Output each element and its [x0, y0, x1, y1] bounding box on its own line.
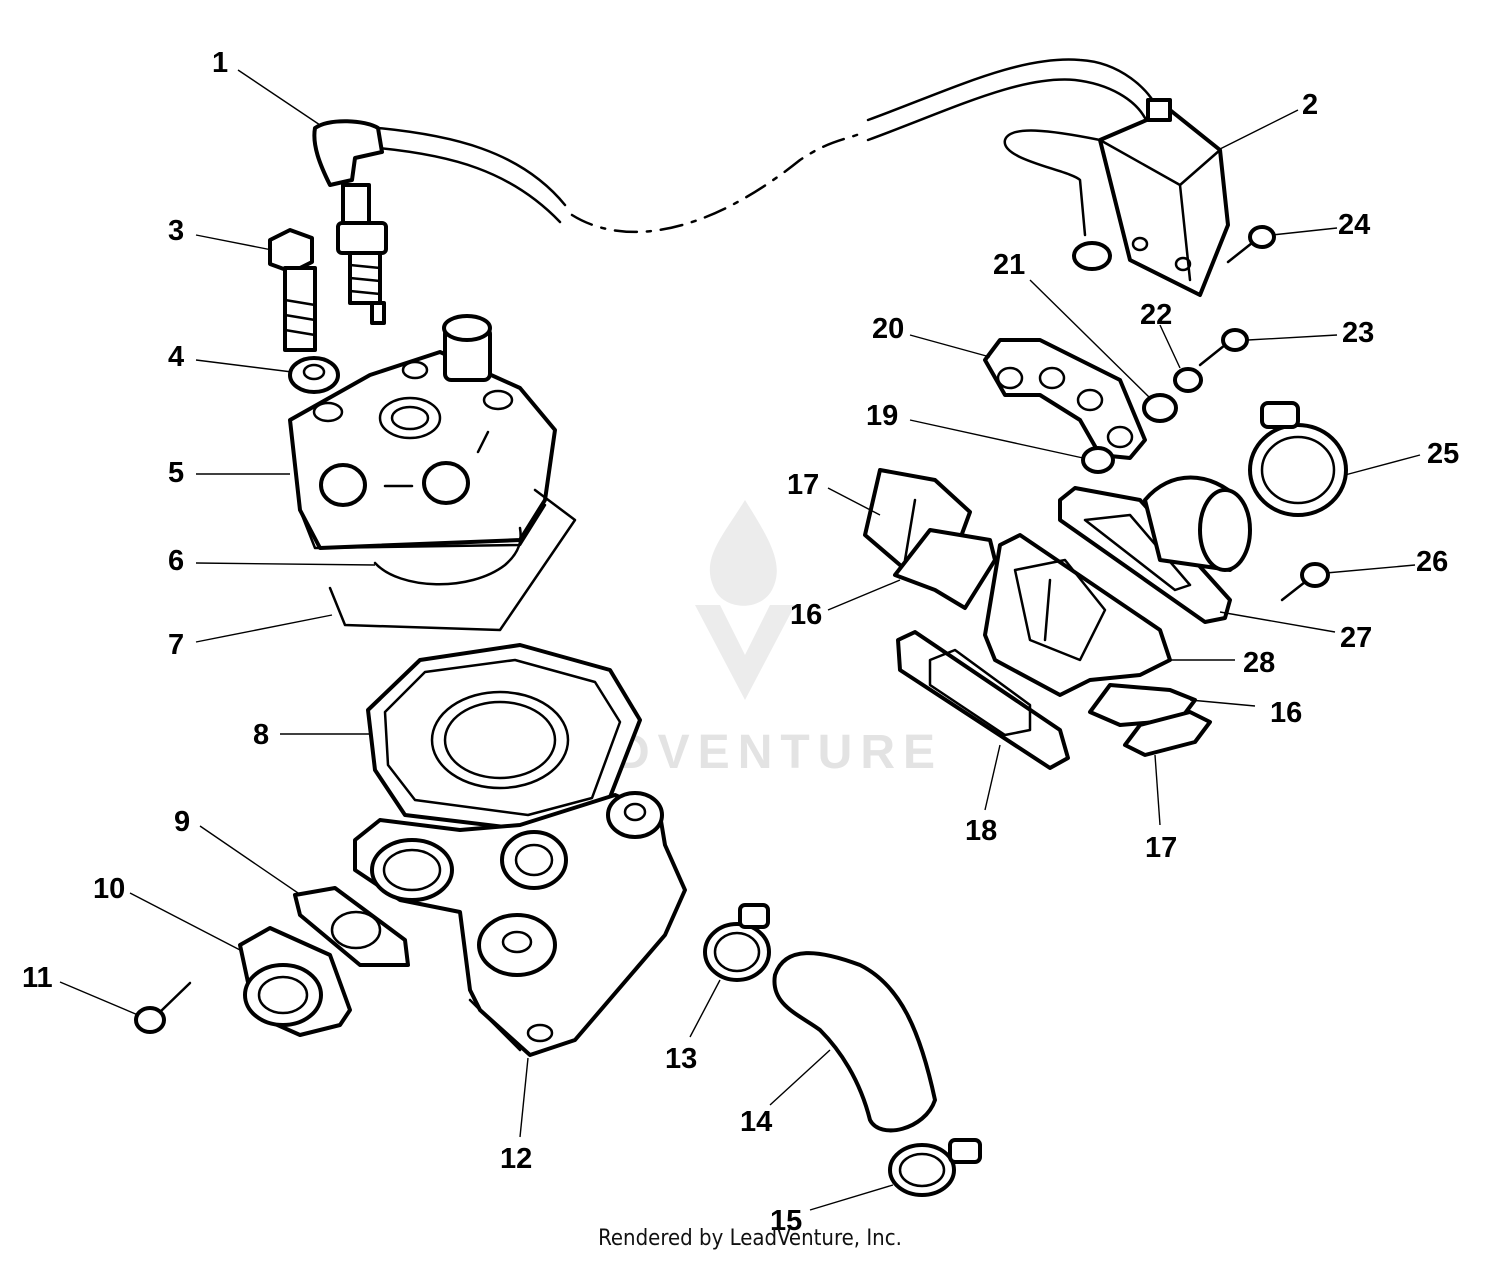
reed-stop-lower: [1123, 710, 1212, 757]
ignition-coil: [1003, 98, 1230, 297]
ignition-wire: [376, 58, 1160, 234]
hose-clamp-upper: [703, 903, 771, 982]
callout-14: 14: [740, 1106, 772, 1138]
callout-22: 22: [1140, 299, 1172, 331]
callout-19: 19: [866, 400, 898, 432]
callout-23: 23: [1342, 317, 1374, 349]
callout-1: 1: [212, 47, 228, 79]
manifold-bolt-26: [1280, 562, 1330, 602]
callout-12: 12: [500, 1143, 532, 1175]
bracket-bolt-23: [1198, 328, 1249, 367]
callout-4: 4: [168, 341, 184, 373]
mounting-bracket: [983, 338, 1147, 460]
callout-18: 18: [965, 815, 997, 847]
intake-clamp: [1248, 401, 1348, 517]
spark-plug-cap: [312, 119, 384, 187]
hose-clamp-lower: [888, 1138, 982, 1197]
bracket-nut-21: [1142, 393, 1178, 423]
bracket-nut-19: [1081, 446, 1115, 474]
cylinder: [353, 791, 687, 1057]
head-gasket: [328, 488, 577, 632]
callout-15: 15: [770, 1205, 802, 1237]
reed-gasket: [896, 630, 1070, 770]
callout-3: 3: [168, 215, 184, 247]
exhaust-flange: [238, 926, 352, 1037]
intake-manifold: [1058, 475, 1252, 624]
callout-5: 5: [168, 457, 184, 489]
callout-13: 13: [665, 1043, 697, 1075]
callout-26: 26: [1416, 546, 1448, 578]
callout-21: 21: [993, 249, 1025, 281]
callout-20: 20: [872, 313, 904, 345]
coil-bolt-24: [1226, 225, 1276, 264]
cylinder-head: [288, 314, 557, 550]
callout-2: 2: [1302, 89, 1318, 121]
callout-labels: 1 2 3 4 5 6 7 8 9 10 11 12 13 14 15 16 1…: [22, 47, 1459, 1237]
exhaust-gasket: [293, 886, 410, 967]
callout-28: 28: [1243, 647, 1275, 679]
spark-plug: [336, 183, 388, 325]
bracket-washer-22: [1173, 367, 1203, 393]
callout-7: 7: [168, 629, 184, 661]
callout-25: 25: [1427, 438, 1459, 470]
callout-9: 9: [174, 806, 190, 838]
reed-stop-upper: [893, 528, 997, 610]
reed-block: [983, 533, 1172, 697]
callout-17-upper: 17: [787, 469, 819, 501]
leader-lines: [59, 69, 1421, 1211]
callout-10: 10: [93, 873, 125, 905]
exhaust-bolt: [134, 981, 192, 1034]
callout-16-upper: 16: [790, 599, 822, 631]
callout-27: 27: [1340, 622, 1372, 654]
callout-24: 24: [1338, 209, 1370, 241]
render-credit: Rendered by LeadVenture, Inc.: [598, 1226, 902, 1251]
base-gasket: [366, 643, 642, 832]
head-o-ring: [373, 526, 522, 586]
coolant-hose: [772, 951, 937, 1133]
callout-6: 6: [168, 545, 184, 577]
callout-8: 8: [253, 719, 269, 751]
washer: [288, 356, 340, 394]
callout-11: 11: [22, 962, 53, 994]
callout-17-lower: 17: [1145, 832, 1177, 864]
callout-16-lower: 16: [1270, 697, 1302, 729]
head-bolt: [268, 228, 317, 352]
